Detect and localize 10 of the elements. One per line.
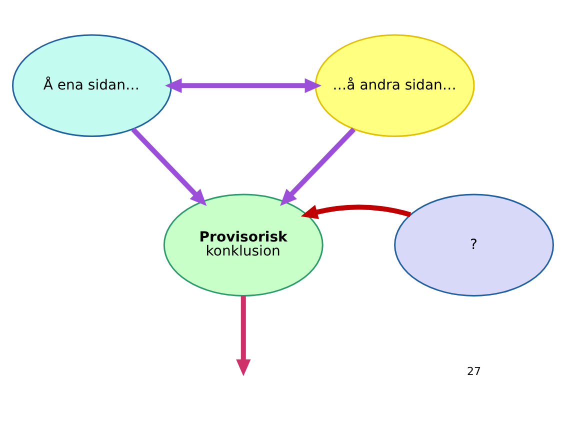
node-ellipse: Å ena sidan… <box>12 34 172 138</box>
arrow <box>300 204 412 220</box>
arrow <box>164 78 322 93</box>
label: 27 <box>467 364 482 378</box>
arrow <box>280 128 356 206</box>
node-ellipse: …å andra sidan… <box>314 34 475 138</box>
node-ellipse: Provisorisk konklusion <box>163 194 324 296</box>
arrow <box>131 128 207 206</box>
arrow <box>236 296 251 376</box>
node-ellipse: ? <box>394 194 554 296</box>
